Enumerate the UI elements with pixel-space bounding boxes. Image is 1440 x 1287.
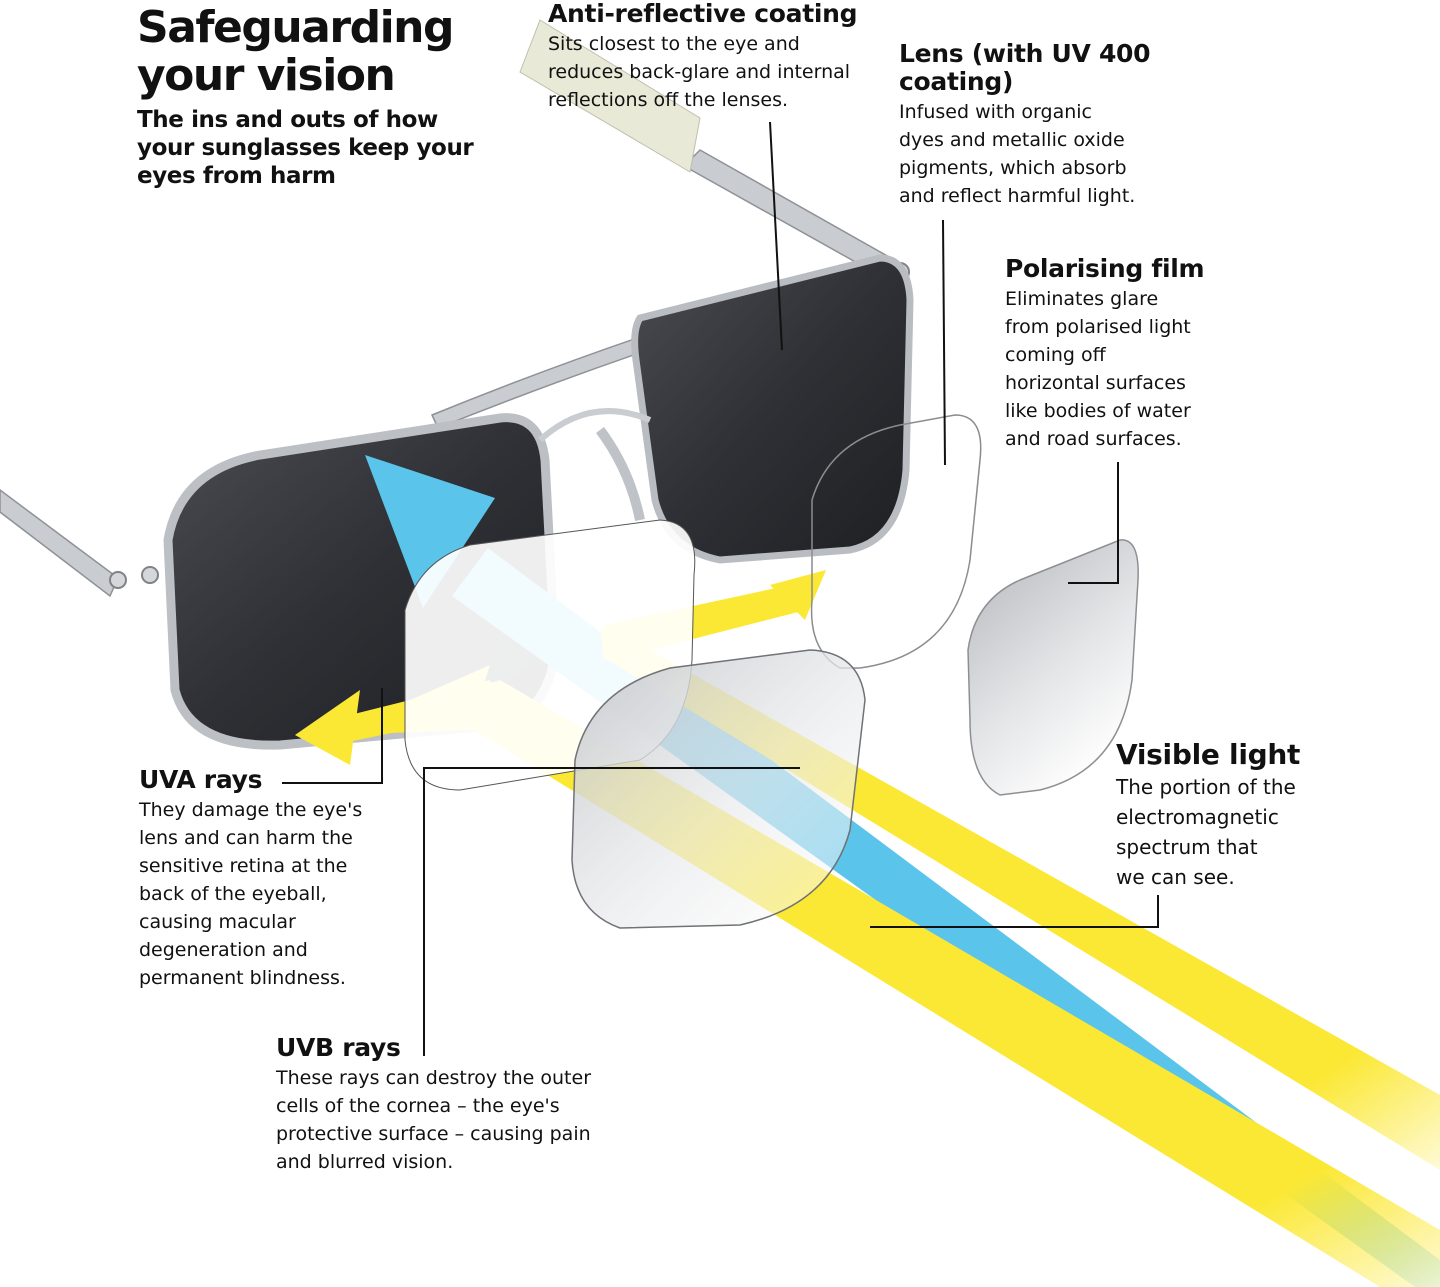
page-subtitle: The ins and outs of how your sunglasses … [137, 106, 507, 190]
anti-reflective-line-1: Sits closest to the eye and [548, 33, 800, 55]
lens-uv400-heading-line-1: Lens (with UV 400 [899, 39, 1151, 68]
lens-uv400-heading-line-2: coating) [899, 67, 1014, 96]
uvb-line-3: protective surface – causing pain [276, 1123, 591, 1145]
uva-line-6: degeneration and [139, 939, 308, 961]
visible-light-line-3: spectrum that [1116, 835, 1258, 859]
label-uvb-rays: UVB rays These rays can destroy the oute… [276, 1034, 636, 1176]
visible-light-description: The portion of the electromagnetic spect… [1116, 772, 1416, 892]
label-visible-light: Visible light The portion of the electro… [1116, 740, 1416, 892]
anti-reflective-heading: Anti-reflective coating [548, 0, 858, 28]
label-anti-reflective-coating: Anti-reflective coating Sits closest to … [548, 0, 888, 114]
polarising-line-2: from polarised light [1005, 316, 1191, 338]
anti-reflective-line-2: reduces back-glare and internal [548, 61, 851, 83]
uva-line-7: permanent blindness. [139, 967, 346, 989]
anti-reflective-description: Sits closest to the eye and reduces back… [548, 30, 888, 114]
polarising-line-4: horizontal surfaces [1005, 372, 1186, 394]
lens-uv400-line-1: Infused with organic [899, 101, 1092, 123]
uva-rays-heading: UVA rays [139, 765, 263, 794]
left-temple-arm [0, 489, 159, 598]
uvb-line-2: cells of the cornea – the eye's [276, 1095, 560, 1117]
label-uva-rays: UVA rays They damage the eye's lens and … [139, 766, 419, 992]
polarising-film-heading: Polarising film [1005, 254, 1205, 283]
uvb-rays-description: These rays can destroy the outer cells o… [276, 1064, 636, 1176]
uvb-line-4: and blurred vision. [276, 1151, 454, 1173]
visible-light-line-1: The portion of the [1116, 775, 1296, 799]
anti-reflective-line-3: reflections off the lenses. [548, 89, 789, 111]
visible-light-line-4: we can see. [1116, 865, 1235, 889]
polarising-line-3: coming off [1005, 344, 1106, 366]
lens-uv400-line-2: dyes and metallic oxide [899, 129, 1125, 151]
polarising-line-5: like bodies of water [1005, 400, 1191, 422]
uva-line-4: back of the eyeball, [139, 883, 327, 905]
visible-light-line-2: electromagnetic [1116, 805, 1279, 829]
uvb-rays-heading: UVB rays [276, 1033, 401, 1062]
lens-uv400-line-3: pigments, which absorb [899, 157, 1127, 179]
leader-lines [282, 121, 1159, 1056]
polarising-line-1: Eliminates glare [1005, 288, 1159, 310]
uva-line-1: They damage the eye's [139, 799, 363, 821]
polarising-film-layer [967, 539, 1139, 796]
subtitle-line-2: your sunglasses keep your [137, 135, 474, 161]
polarising-film-description: Eliminates glare from polarised light co… [1005, 285, 1265, 453]
title-line-1: Safeguarding [137, 2, 454, 53]
right-lens [631, 254, 914, 564]
uvb-line-1: These rays can destroy the outer [276, 1067, 592, 1089]
uva-line-3: sensitive retina at the [139, 855, 348, 877]
subtitle-line-3: eyes from harm [137, 163, 336, 189]
lens-uv400-description: Infused with organic dyes and metallic o… [899, 98, 1199, 210]
label-polarising-film: Polarising film Eliminates glare from po… [1005, 255, 1265, 453]
visible-light-heading: Visible light [1116, 738, 1301, 771]
uva-rays-description: They damage the eye's lens and can harm … [139, 796, 419, 992]
title-line-2: your vision [137, 50, 396, 101]
page-title: Safeguarding your vision [137, 4, 507, 100]
subtitle-line-1: The ins and outs of how [137, 107, 438, 133]
uva-line-5: causing macular [139, 911, 296, 933]
label-lens-uv400: Lens (with UV 400 coating) Infused with … [899, 40, 1199, 210]
title-block: Safeguarding your vision The ins and out… [137, 4, 507, 190]
polarising-line-6: and road surfaces. [1005, 428, 1182, 450]
clear-lens-layer [571, 649, 866, 929]
lens-uv400-line-4: and reflect harmful light. [899, 185, 1136, 207]
nose-bridge [537, 408, 652, 443]
nose-pad [595, 427, 645, 521]
lens-uv400-heading: Lens (with UV 400 coating) [899, 40, 1199, 96]
uva-line-2: lens and can harm the [139, 827, 353, 849]
